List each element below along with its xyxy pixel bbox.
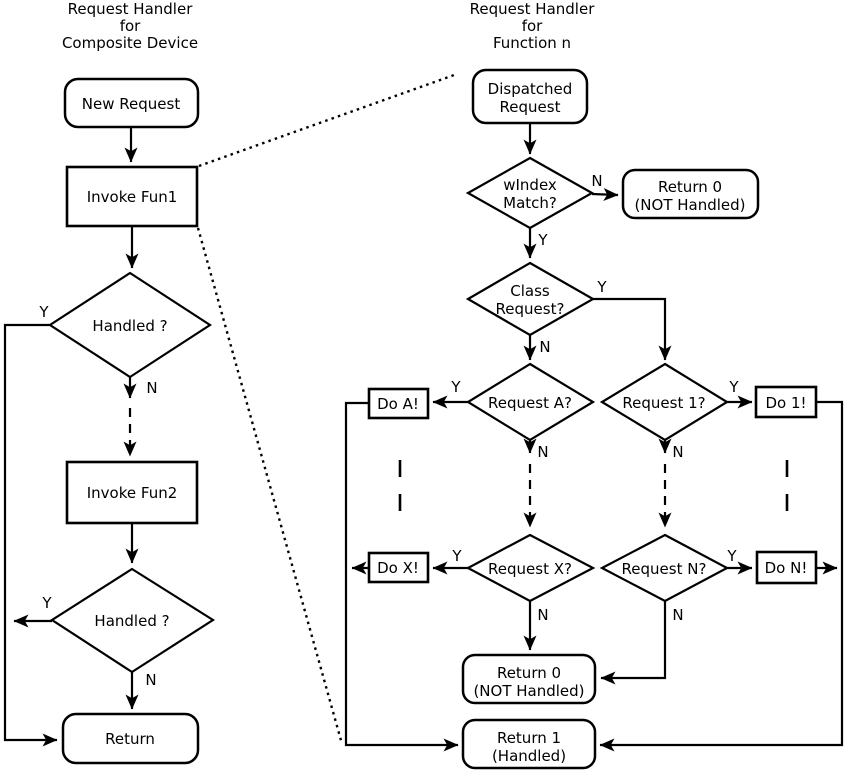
- node-do-1-label: Do 1!: [765, 394, 806, 412]
- branch-label-yes: Y: [41, 594, 52, 612]
- node-request-x-decision: [465, 533, 596, 603]
- node-return1-label: (Handled): [492, 747, 566, 765]
- node-do-1: [754, 385, 818, 419]
- node-new-request: [63, 77, 200, 129]
- branch-label-no: N: [672, 443, 683, 461]
- branch-label-yes: Y: [537, 231, 548, 249]
- node-return0-top-label: (NOT Handled): [634, 196, 745, 214]
- branch-label-no: N: [591, 172, 602, 190]
- node-handled1-label: Handled ?: [92, 317, 167, 335]
- node-return-label: Return: [105, 730, 155, 748]
- node-request-a-label: Request A?: [488, 394, 572, 412]
- edge-class-yes-request1: [593, 297, 672, 361]
- node-request-a-decision: [465, 362, 596, 442]
- node-return0-bottom-label: (NOT Handled): [473, 682, 584, 700]
- right-chart-title: for: [522, 17, 543, 35]
- node-return0-top: [621, 168, 760, 220]
- node-windex-match-label: wIndex: [503, 176, 557, 194]
- node-request-x-label: Request X?: [488, 560, 572, 578]
- branch-label-no: N: [145, 671, 156, 689]
- edge-right-loop-return1: [599, 400, 844, 752]
- branch-label-yes: Y: [451, 547, 462, 565]
- node-do-n-label: Do N!: [765, 559, 808, 577]
- branch-label-no: N: [146, 379, 157, 397]
- node-request-n-decision: [599, 533, 730, 603]
- node-handled2-decision: [49, 567, 216, 674]
- branch-label-no: N: [537, 606, 548, 624]
- edge-left-loop-return1: [344, 401, 459, 752]
- node-return0-bottom: [461, 653, 597, 705]
- expansion-dotted-line-top: [198, 72, 458, 168]
- right-chart-title: Function n: [493, 34, 571, 52]
- left-chart-title: Composite Device: [62, 34, 198, 52]
- branch-label-yes: Y: [596, 278, 607, 296]
- node-invoke-fun2-label: Invoke Fun2: [87, 484, 178, 502]
- branch-label-yes: Y: [450, 378, 461, 396]
- node-request-n-label: Request N?: [622, 560, 707, 578]
- node-return0-top-label: Return 0: [658, 178, 722, 196]
- node-do-n: [755, 550, 818, 585]
- left-chart-title: Request Handler: [68, 0, 194, 18]
- node-request-1-decision: [599, 362, 730, 442]
- branch-label-no: N: [537, 443, 548, 461]
- node-handled1-decision: [47, 271, 213, 379]
- node-class-request-label: Request?: [496, 300, 565, 318]
- node-windex-match-label: Match?: [503, 194, 557, 212]
- node-class-request-label: Class: [510, 282, 550, 300]
- node-invoke-fun2: [65, 460, 199, 525]
- expansion-dotted-line-bottom: [196, 227, 344, 745]
- node-invoke-fun1-label: Invoke Fun1: [87, 188, 178, 206]
- node-return: [61, 712, 200, 765]
- edge-windex-no-return0: [591, 187, 619, 201]
- node-invoke-fun1: [65, 165, 199, 228]
- node-do-x: [367, 551, 430, 584]
- node-do-x-label: Do X!: [377, 559, 419, 577]
- branch-label-no: N: [539, 338, 550, 356]
- right-chart-title: Request Handler: [470, 0, 596, 18]
- node-new-request-label: New Request: [82, 95, 181, 113]
- edge-handled1-yes-return: [3, 323, 58, 747]
- node-return0-bottom-label: Return 0: [497, 664, 561, 682]
- node-return1: [461, 718, 597, 770]
- node-dispatched-request-label: Request: [500, 98, 561, 116]
- node-handled2-label: Handled ?: [94, 612, 169, 630]
- node-class-request-decision: [465, 261, 596, 337]
- left-chart-title: for: [120, 17, 141, 35]
- branch-label-yes: Y: [728, 378, 739, 396]
- node-return1-label: Return 1: [497, 729, 561, 747]
- node-dispatched-request-label: Dispatched: [488, 80, 573, 98]
- branch-label-yes: Y: [726, 547, 737, 565]
- branch-label-yes: Y: [38, 303, 49, 321]
- branch-label-no: N: [672, 606, 683, 624]
- node-do-a-label: Do A!: [377, 395, 419, 413]
- node-windex-match-decision: [465, 156, 595, 230]
- node-request-1-label: Request 1?: [622, 394, 705, 412]
- node-dispatched-request: [471, 68, 589, 125]
- edge-requestn-no-return0: [600, 601, 667, 685]
- node-do-a: [367, 387, 430, 420]
